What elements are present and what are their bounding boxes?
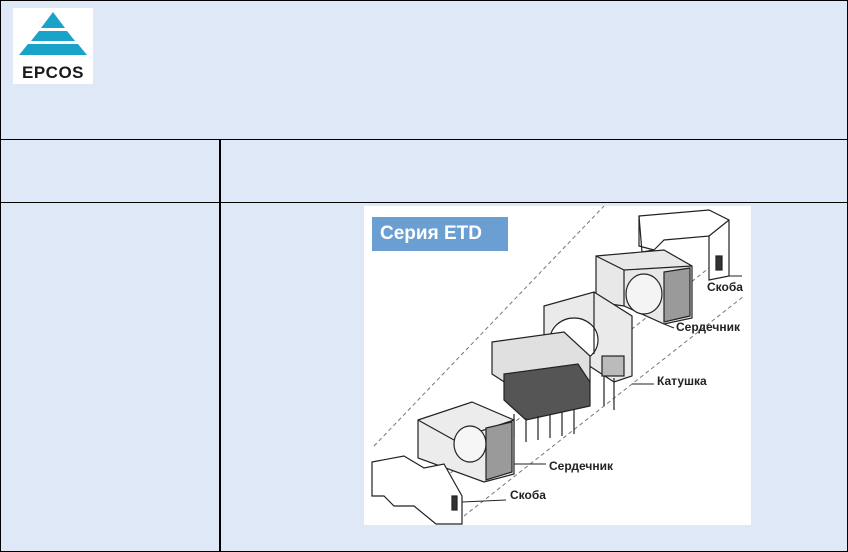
logo-text: EPCOS <box>21 63 85 82</box>
label-clip-bottom: Скоба <box>510 488 546 502</box>
bottom-core <box>417 401 515 483</box>
table-row-empty <box>1 140 847 203</box>
label-bobbin: Катушка <box>657 374 707 388</box>
label-core-bottom: Сердечник <box>549 459 613 473</box>
label-core-top: Сердечник <box>676 320 740 334</box>
series-label: Серия ETD <box>372 217 508 251</box>
bottom-clip <box>371 455 463 525</box>
label-clip-top: Скоба <box>707 280 743 294</box>
column-divider <box>219 140 221 551</box>
etd-exploded-diagram: Серия ETD <box>364 206 751 525</box>
transformer-illustration <box>371 206 745 525</box>
epcos-logo: EPCOS <box>13 8 93 84</box>
triangle-logo-icon <box>19 12 87 55</box>
header-row: EPCOS <box>1 1 847 140</box>
